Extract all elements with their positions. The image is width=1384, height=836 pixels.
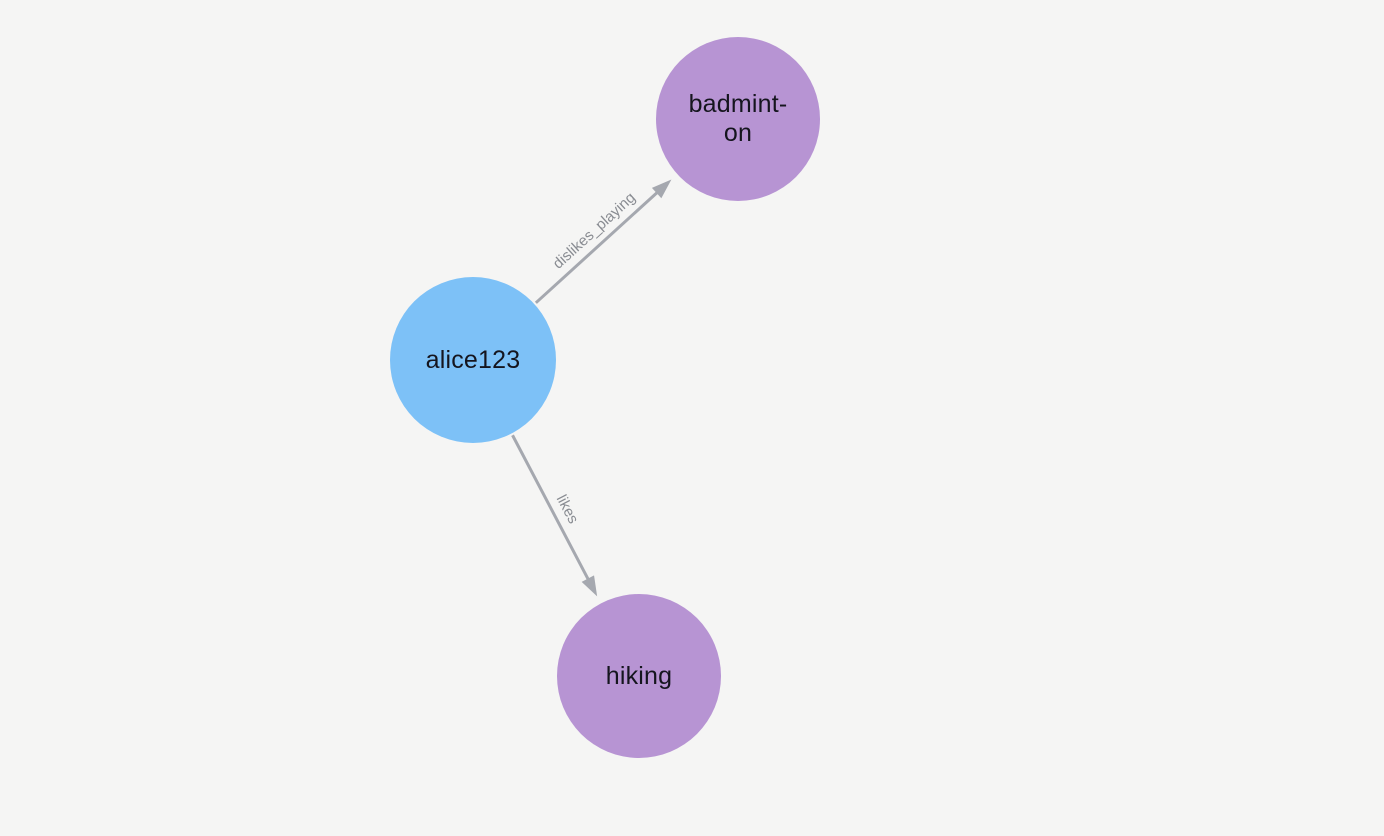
- edge-alice123-hiking[interactable]: [511, 434, 591, 582]
- node-alice123[interactable]: alice123: [390, 277, 556, 443]
- node-label: on: [723, 119, 753, 147]
- node-label: hiking: [605, 661, 673, 690]
- node-label: badmint-: [688, 90, 788, 118]
- edge-label-dislikes_playing: dislikes_playing: [550, 189, 639, 272]
- node-badminton[interactable]: badmint-on: [656, 37, 820, 201]
- node-hiking[interactable]: hiking: [557, 594, 721, 758]
- node-label: alice123: [425, 345, 521, 374]
- arrowhead-alice123-badminton: [651, 179, 672, 199]
- edge-alice123-badminton[interactable]: [534, 189, 660, 304]
- arrowhead-alice123-hiking: [581, 575, 598, 597]
